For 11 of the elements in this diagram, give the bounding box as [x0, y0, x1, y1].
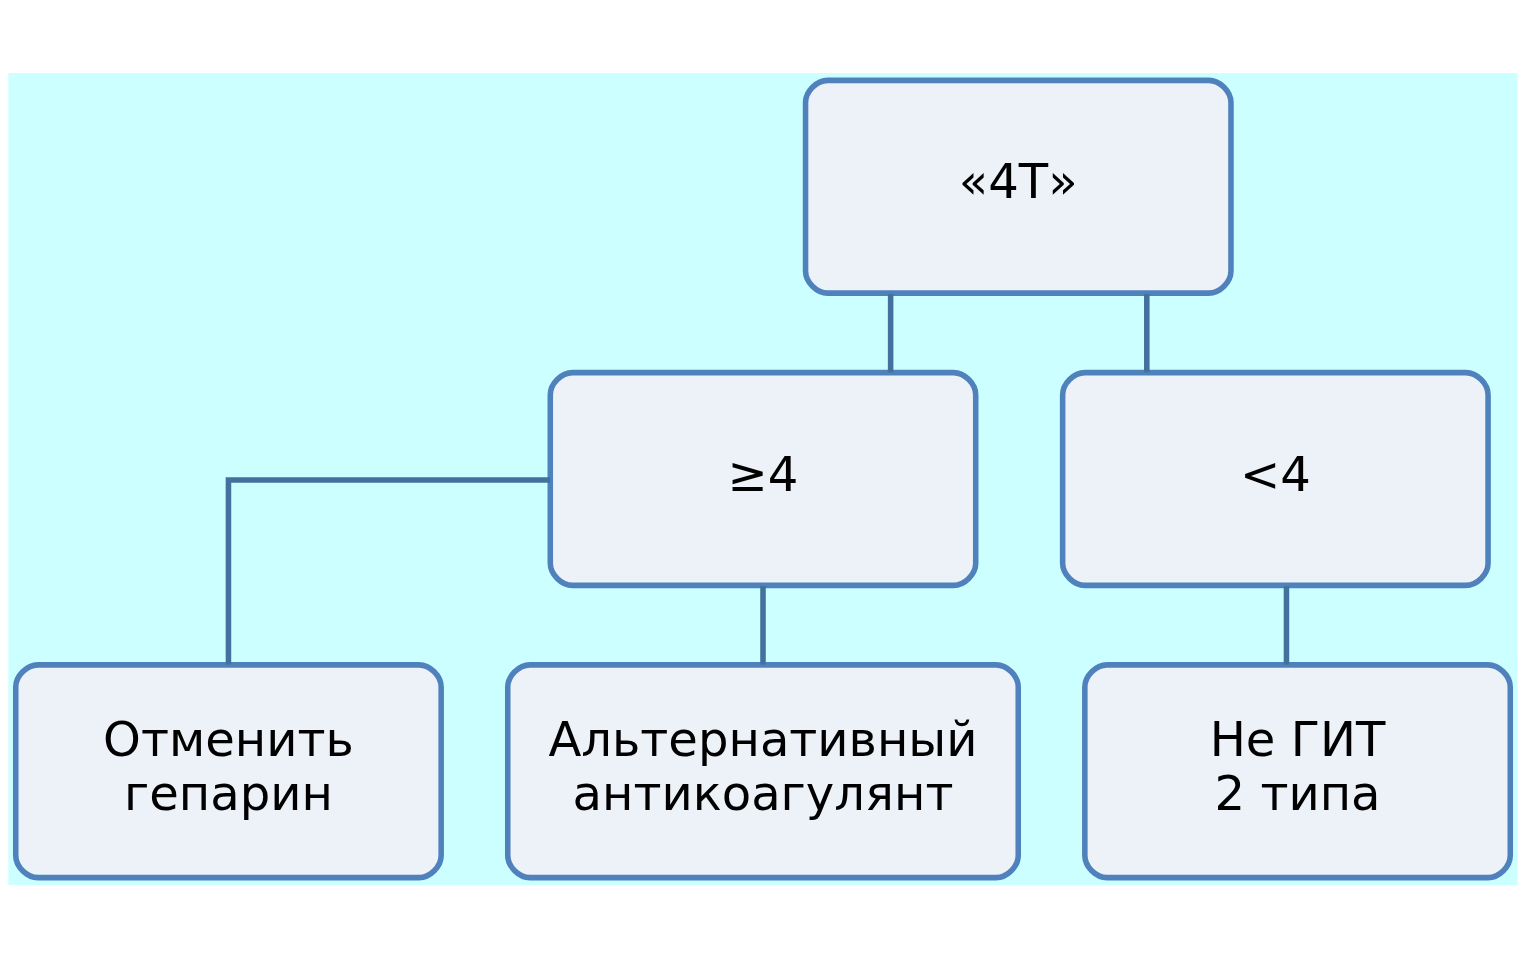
node-box: ≥4: [547, 369, 979, 588]
node-box: Альтернативный антикоагулянт: [504, 661, 1022, 880]
node-box: Отменить гепарин: [12, 661, 444, 880]
node-box: «4Т»: [802, 77, 1234, 296]
connector: [225, 476, 551, 664]
connector: [1144, 293, 1150, 372]
node-box: Не ГИТ 2 типа: [1082, 661, 1514, 880]
connector: [1283, 585, 1290, 665]
connector: [887, 293, 894, 372]
connector: [760, 585, 766, 665]
node-box: <4: [1059, 369, 1491, 588]
